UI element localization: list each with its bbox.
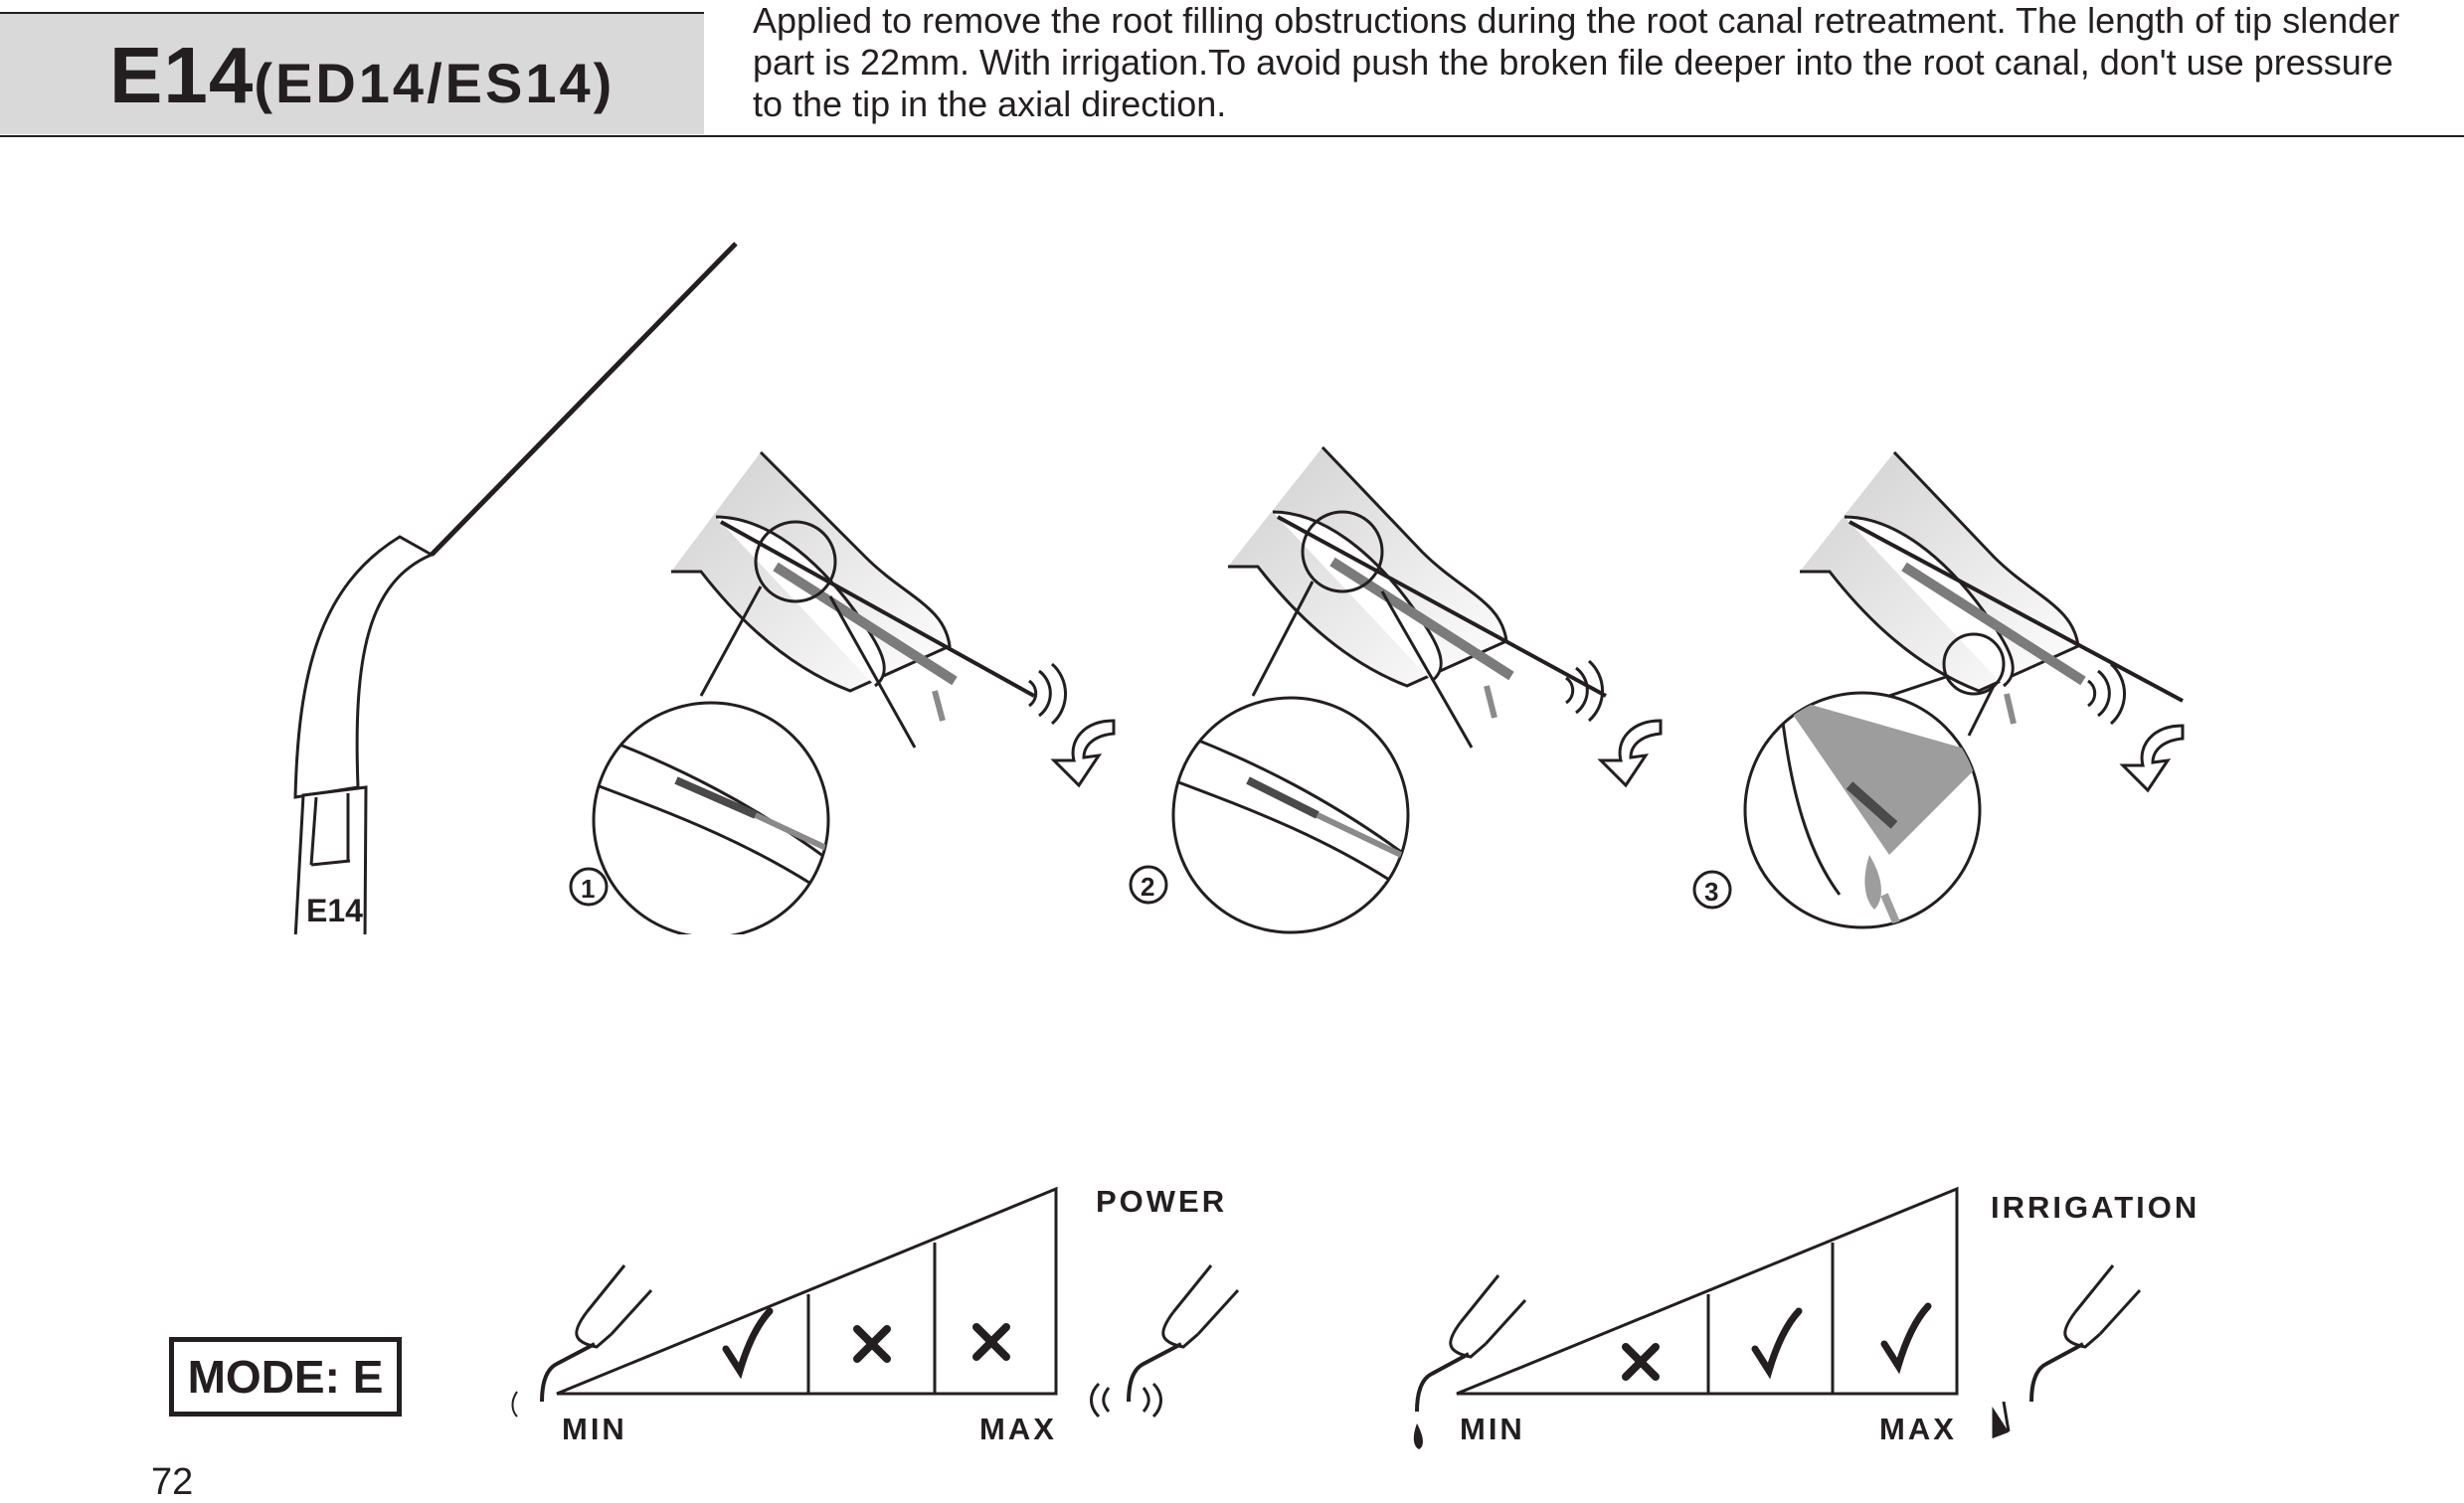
power-title: POWER [1096,1184,1228,1219]
irrigation-title: IRRIGATION [1991,1190,2200,1225]
tip-drawing: E14 [293,242,738,934]
irrigation-cell-2-check-icon [1751,1307,1803,1380]
power-scale [511,1186,1240,1419]
page-title: E14(ED14/ES14) [109,36,615,115]
power-min-label: MIN [562,1412,627,1446]
power-max-handpiece-icon [1090,1264,1240,1419]
irrigation-marks [1622,1302,1932,1381]
power-max-label: MAX [979,1412,1057,1446]
step-1-number: 1 [581,874,595,904]
step-3-number: 3 [1704,877,1718,907]
description-text: Applied to remove the root filling obstr… [753,0,2403,125]
power-cell-1-check-icon [722,1307,774,1380]
power-min-handpiece-icon [511,1264,653,1418]
irrigation-min-handpiece-icon [1413,1274,1527,1449]
procedure-illustration: E14 1 [293,242,2185,934]
step-2-scene: 2 [1129,445,1663,934]
page-header: E14(ED14/ES14) Applied to remove the roo… [0,0,2464,139]
step-2-number: 2 [1141,872,1154,902]
step-3-scene: 3 [1692,450,2185,929]
irrigation-max-label: MAX [1879,1412,1957,1446]
power-marks [722,1307,1010,1380]
power-cell-3-cross-icon [972,1323,1010,1361]
irrigation-cell-1-cross-icon [1622,1343,1660,1381]
irrigation-max-handpiece-icon [1992,1264,2142,1439]
step-1-scene: 1 [569,450,1116,934]
model-variants: (ED14/ES14) [254,52,616,114]
model-name: E14 [109,31,255,119]
header-rule [0,135,2464,137]
irrigation-dividers [1706,1243,1835,1394]
irrigation-min-label: MIN [1460,1412,1525,1446]
irrigation-cell-3-check-icon [1880,1302,1932,1375]
mode-label: MODE: E [169,1337,402,1417]
power-dividers [806,1243,937,1394]
power-triangle [556,1186,1058,1396]
description-paragraph: Applied to remove the root filling obstr… [753,0,2400,124]
tip-label: E14 [306,893,363,928]
page-number: 72 [151,1461,194,1503]
irrigation-scale [1413,1186,2142,1449]
tip-needle [430,242,738,557]
title-band: E14(ED14/ES14) [0,12,704,134]
power-cell-2-cross-icon [853,1325,891,1363]
